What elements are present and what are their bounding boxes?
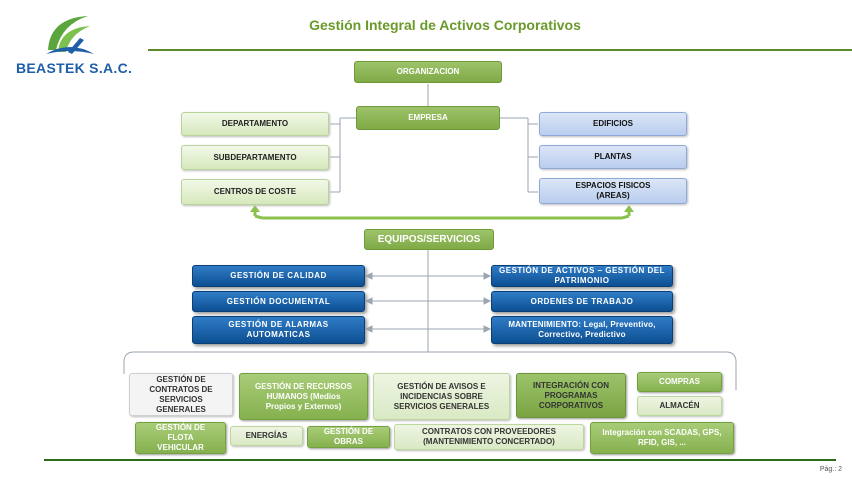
page-number: Pág.: 2 — [819, 466, 842, 473]
page-title: Gestión Integral de Activos Corporativos — [309, 17, 581, 33]
contratos-proveedores-box: CONTRATOS CON PROVEEDORES (MANTENIMIENTO… — [394, 424, 584, 450]
gestion-activos-box: GESTIÓN DE ACTIVOS – GESTIÓN DEL PATRIMO… — [491, 265, 673, 287]
mantenimiento-box: MANTENIMIENTO: Legal, Preventivo, Correc… — [491, 316, 673, 344]
compras-box: COMPRAS — [637, 372, 722, 392]
ordenes-trabajo-box: ORDENES DE TRABAJO — [491, 291, 673, 312]
almacen-box: ALMACÉN — [637, 396, 722, 416]
subdepartamento-box: SUBDEPARTAMENTO — [181, 145, 329, 170]
contratos-servicios-box: GESTIÓN DE CONTRATOS DE SERVICIOS GENERA… — [129, 373, 233, 416]
recursos-humanos-box: GESTIÓN DE RECURSOS HUMANOS (Medios Prop… — [239, 373, 368, 420]
logo-icon — [40, 10, 100, 60]
plantas-box: PLANTAS — [539, 145, 687, 169]
centros-de-coste-box: CENTROS DE COSTE — [181, 179, 329, 205]
gestion-calidad-box: GESTIÓN DE CALIDAD — [192, 265, 365, 287]
gestion-documental-box: GESTIÓN DOCUMENTAL — [192, 291, 365, 312]
organizacion-box: ORGANIZACION — [354, 61, 502, 83]
gestion-alarmas-box: GESTIÓN DE ALARMAS AUTOMATICAS — [192, 316, 365, 344]
energias-box: ENERGÍAS — [230, 426, 303, 446]
empresa-box: EMPRESA — [356, 106, 500, 130]
flota-vehicular-box: GESTIÓN DE FLOTA VEHICULAR — [135, 422, 226, 454]
edificios-box: EDIFICIOS — [539, 112, 687, 136]
espacios-fisicos-box: ESPACIOS FISICOS (AREAS) — [539, 178, 687, 204]
integracion-scadas-box: Integración con SCADAS, GPS, RFID, GIS, … — [590, 422, 734, 454]
obras-box: GESTIÓN DE OBRAS — [307, 426, 390, 448]
integracion-programas-box: INTEGRACIÓN CON PROGRAMAS CORPORATIVOS — [516, 373, 626, 418]
avisos-incidencias-box: GESTIÓN DE AVISOS E INCIDENCIAS SOBRE SE… — [373, 373, 510, 420]
equipos-servicios-box: EQUIPOS/SERVICIOS — [364, 229, 494, 250]
departamento-box: DEPARTAMENTO — [181, 112, 329, 136]
company-name: BEASTEK S.A.C. — [16, 60, 133, 76]
